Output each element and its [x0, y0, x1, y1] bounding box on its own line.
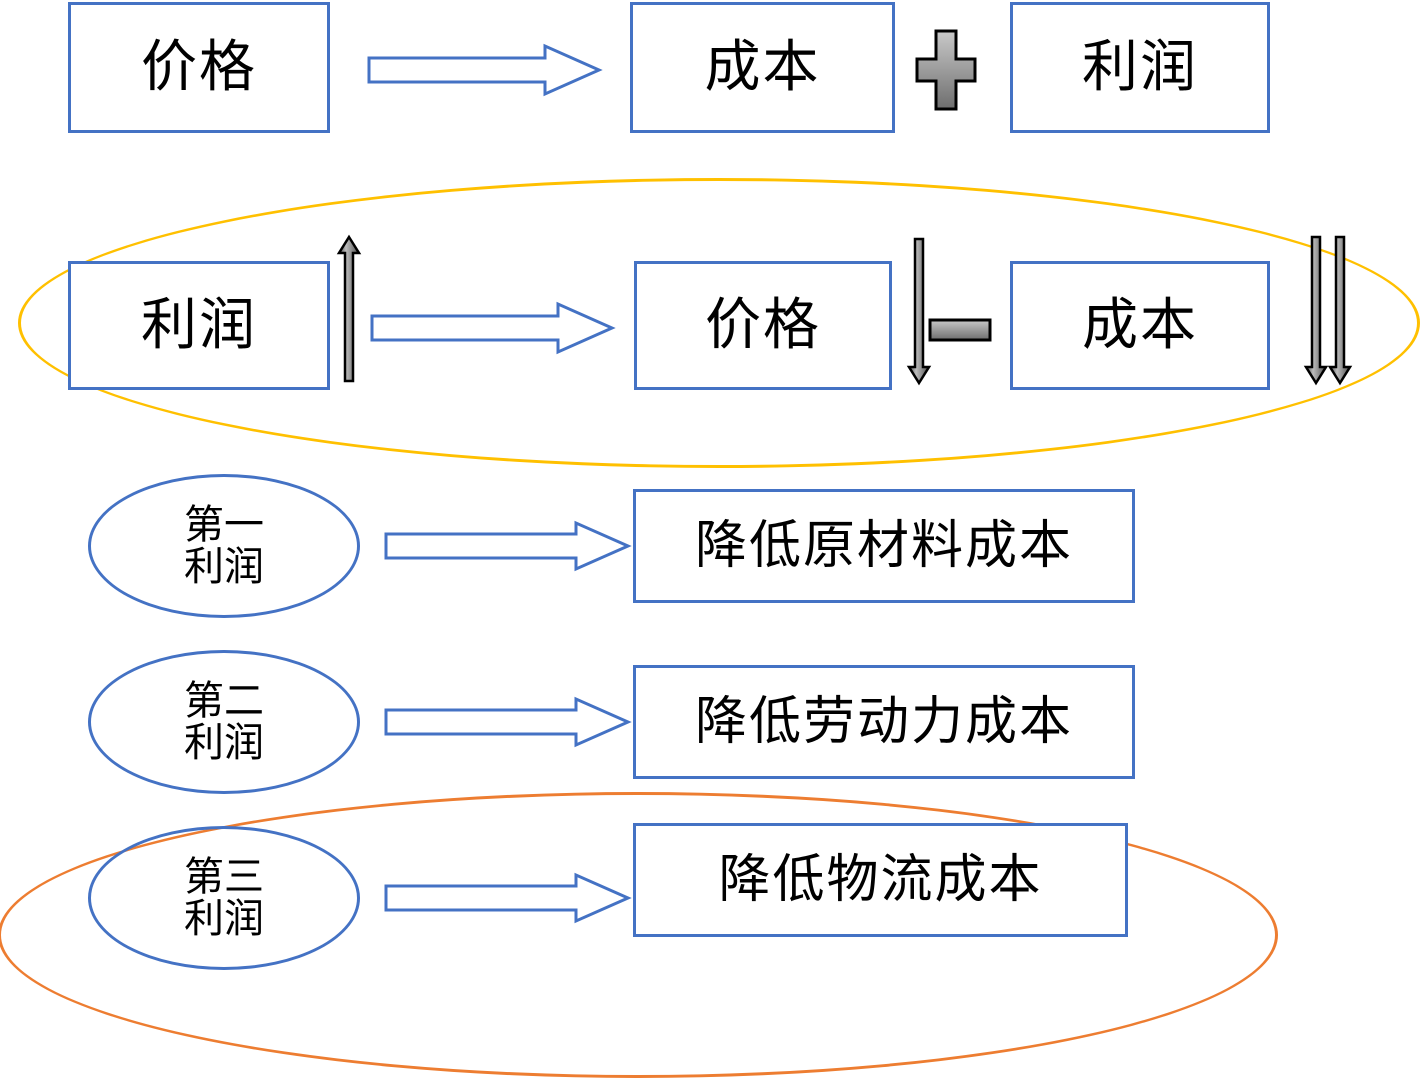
row4-arrow-icon	[384, 696, 632, 748]
row5-arrow-icon	[384, 872, 632, 924]
row4-second-profit-ellipse[interactable]: 第二 利润	[88, 650, 360, 794]
row2-price-box[interactable]: 价格	[634, 261, 892, 390]
row2-equals-arrow-icon	[370, 301, 616, 355]
row4-ellipse-line2: 利润	[184, 720, 264, 766]
row2-price-down-arrow-icon	[906, 237, 932, 386]
row5-ellipse-line2: 利润	[184, 896, 264, 942]
row1-price-box[interactable]: 价格	[68, 2, 330, 133]
row2-minus-icon	[928, 318, 992, 342]
row2-profit-box[interactable]: 利润	[68, 261, 330, 390]
row3-action-box[interactable]: 降低原材料成本	[633, 489, 1135, 603]
row2-cost-box[interactable]: 成本	[1010, 261, 1270, 390]
row3-ellipse-line1: 第一	[184, 502, 264, 548]
row3-ellipse-line2: 利润	[184, 544, 264, 590]
row4-ellipse-line1: 第二	[184, 678, 264, 724]
row3-first-profit-ellipse[interactable]: 第一 利润	[88, 474, 360, 618]
row2-cost-down-arrow-1-icon	[1303, 235, 1329, 386]
row3-arrow-icon	[384, 520, 632, 572]
row5-third-profit-ellipse[interactable]: 第三 利润	[88, 826, 360, 970]
row1-profit-box[interactable]: 利润	[1010, 2, 1270, 133]
row2-profit-up-arrow-icon	[336, 234, 362, 383]
row1-cost-box[interactable]: 成本	[630, 2, 895, 133]
row5-action-box[interactable]: 降低物流成本	[633, 823, 1128, 937]
row5-ellipse-line1: 第三	[184, 854, 264, 900]
row1-plus-icon	[915, 29, 977, 111]
row1-equals-arrow-icon	[367, 43, 603, 97]
row4-action-box[interactable]: 降低劳动力成本	[633, 665, 1135, 779]
row2-cost-down-arrow-2-icon	[1327, 235, 1353, 386]
